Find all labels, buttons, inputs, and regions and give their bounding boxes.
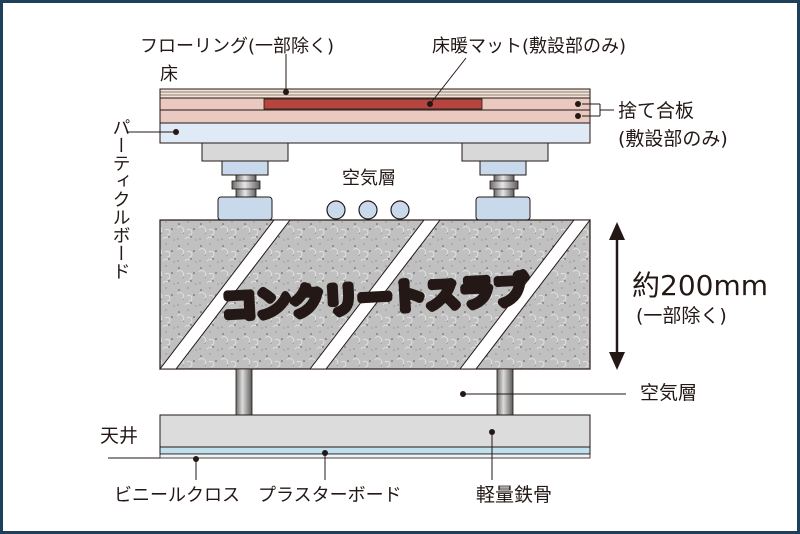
label-vinyl-cloth: ビニールクロス xyxy=(114,485,240,506)
label-plaster-board: プラスターボード xyxy=(258,485,402,506)
plaster-board xyxy=(159,446,591,455)
label-light-steel-frame: 軽量鉄骨 xyxy=(476,484,552,506)
ceiling-assembly xyxy=(159,414,591,459)
label-air-layer-bottom: 空気層 xyxy=(640,382,697,404)
floor-assembly xyxy=(159,88,591,144)
support-foot-left xyxy=(201,142,289,221)
heating-pipes xyxy=(326,200,410,220)
label-heating-mat: 床暖マット(敷設部のみ) xyxy=(432,36,626,57)
light-steel-frame xyxy=(159,414,591,448)
label-flooring: フローリング(一部除く) xyxy=(140,36,334,57)
flooring-layer xyxy=(159,88,591,99)
thickness-dimension-arrow xyxy=(609,222,625,370)
vinyl-cloth xyxy=(159,453,591,459)
particle-board xyxy=(159,122,591,144)
support-foot-right xyxy=(461,142,549,221)
concrete-slab xyxy=(158,219,592,370)
label-thickness: 約200mm xyxy=(632,269,768,302)
hanger-pole-left xyxy=(235,368,253,416)
label-thickness-note: (一部除く) xyxy=(636,305,727,327)
label-floor: 床 xyxy=(160,64,178,85)
label-subfloor-plywood-note: (敷設部のみ) xyxy=(618,128,728,150)
label-air-layer-top: 空気層 xyxy=(342,168,396,189)
label-ceiling: 天井 xyxy=(100,425,138,447)
label-particle-board: パーティクルボード xyxy=(110,118,131,280)
plywood-layer-lower xyxy=(159,109,591,124)
leader-lines xyxy=(108,54,626,480)
label-subfloor-plywood: 捨て合板 xyxy=(618,100,694,122)
leader-dots xyxy=(173,89,581,462)
hanger-pole-right xyxy=(496,368,514,416)
heating-mat xyxy=(263,98,483,110)
